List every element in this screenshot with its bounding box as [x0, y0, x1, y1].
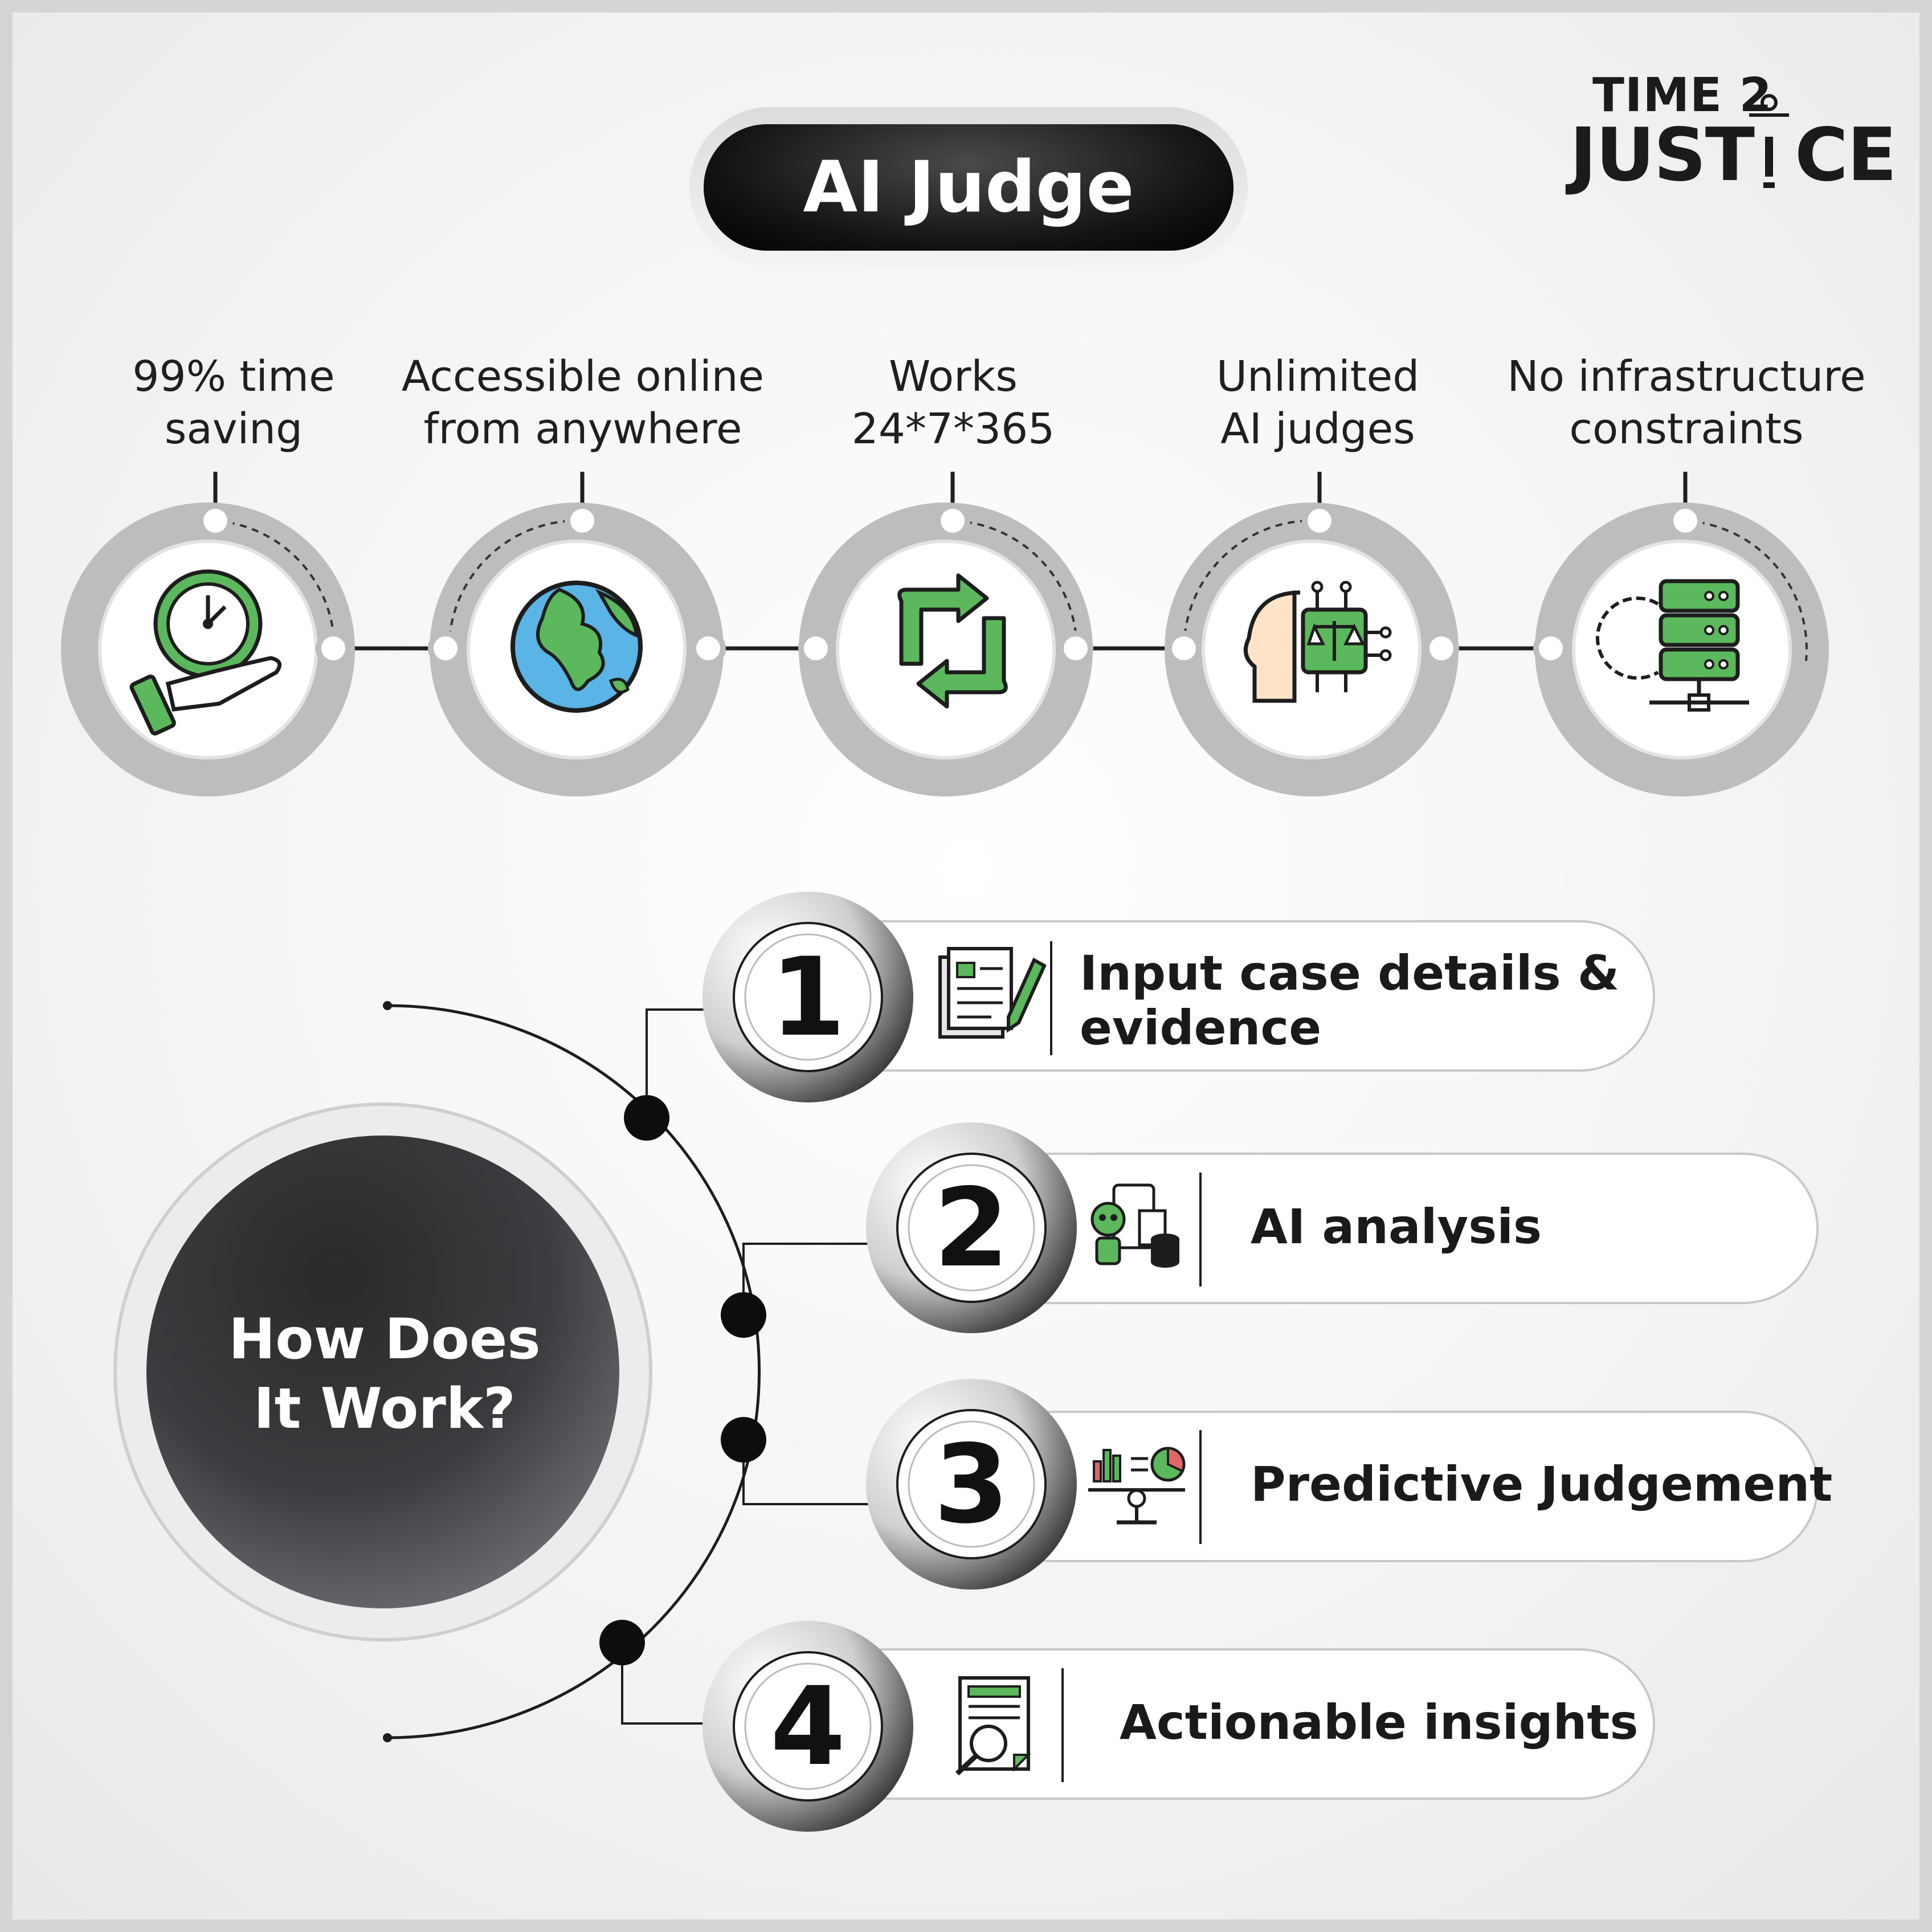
server-icon: [1596, 579, 1749, 712]
step-connectors: [621, 1008, 872, 1725]
step-2-label: AI analysis: [1251, 1199, 1542, 1255]
logo-line-1: TIME 2: [1592, 68, 1772, 122]
feature-circle-works: [798, 503, 1093, 797]
step-4-label: Actionable insights: [1120, 1694, 1639, 1750]
globe-icon: [510, 581, 643, 713]
hand-clock-icon: [129, 569, 282, 736]
document-pen-icon: [938, 947, 1047, 1039]
logo-line-2-left: JUST: [1570, 113, 1755, 198]
robot-data-icon: [1090, 1183, 1179, 1268]
step-3-card: [866, 1379, 1819, 1590]
ai-brain-scale-icon: [1243, 581, 1392, 703]
step-2-number: 2: [933, 1165, 1010, 1291]
step-3-label: Predictive Judgement: [1251, 1456, 1833, 1512]
step-1-card: [702, 892, 1655, 1102]
document-magnifier-icon: [955, 1676, 1031, 1776]
step-2-card: [866, 1122, 1819, 1333]
page-title: AI Judge: [704, 124, 1233, 251]
timeline-arc: [387, 1004, 761, 1739]
how-it-works-circle: [113, 1102, 652, 1641]
charts-scale-icon: [1088, 1447, 1186, 1525]
logo-line-2-right: CE: [1795, 113, 1897, 198]
refresh-arrows-icon: [897, 573, 1008, 709]
step-1-label: Input case details &evidence: [1080, 945, 1620, 1056]
timeline-dots: [599, 1095, 766, 1665]
step-4-number: 4: [770, 1664, 846, 1790]
step-1-number: 1: [770, 934, 846, 1060]
feature-timeline: [61, 472, 1829, 797]
brand-logo: TIME 2 JUST CE: [1570, 68, 1897, 199]
step-3-number: 3: [933, 1422, 1010, 1547]
logo-scale-figure-icon: [1749, 94, 1789, 188]
